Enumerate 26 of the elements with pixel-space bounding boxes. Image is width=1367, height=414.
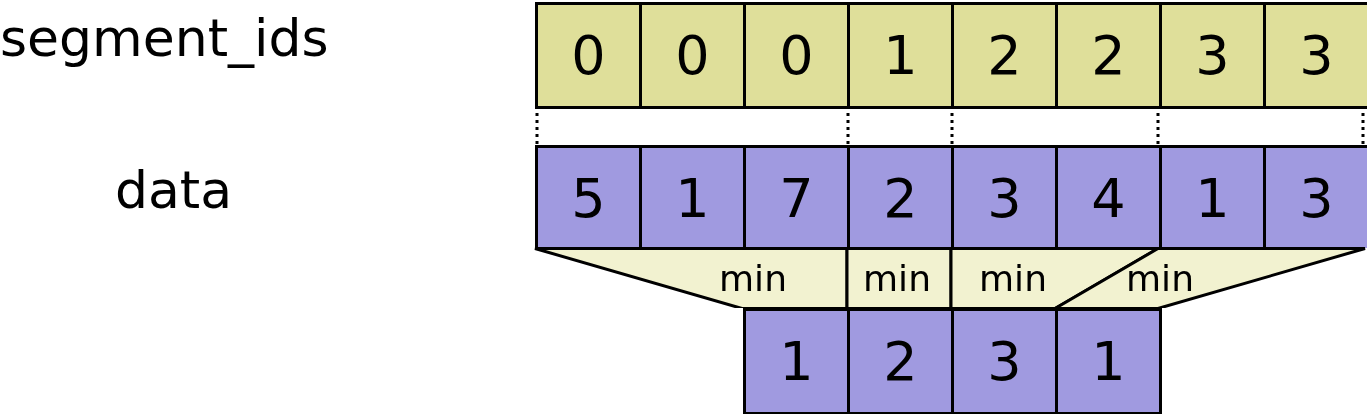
operation-label: min [863, 257, 931, 299]
segment-id-cell: 3 [1159, 2, 1263, 109]
row-label: data [115, 160, 233, 220]
segment-id-cell: 2 [1055, 2, 1159, 109]
result-cell: 1 [743, 308, 847, 414]
result-cell: 2 [847, 308, 951, 414]
result-cell: 1 [1055, 308, 1162, 414]
segment-id-cell: 0 [639, 2, 743, 109]
segment-id-cell: 0 [535, 2, 639, 109]
data-cell: 5 [535, 145, 639, 248]
operation-label: min [719, 257, 787, 299]
data-cell: 3 [951, 145, 1055, 248]
result-cell: 3 [951, 308, 1055, 414]
data-cell: 3 [1263, 145, 1367, 248]
row-label: segment_ids [0, 8, 329, 68]
data-cell: 1 [639, 145, 743, 248]
segment-id-cell: 2 [951, 2, 1055, 109]
operation-label: min [1126, 257, 1194, 299]
data-cell: 1 [1159, 145, 1263, 248]
segment-id-cell: 0 [743, 2, 847, 109]
data-cell: 2 [847, 145, 951, 248]
segment-id-cell: 3 [1263, 2, 1367, 109]
data-cell: 7 [743, 145, 847, 248]
data-cell: 4 [1055, 145, 1159, 248]
operation-label: min [979, 257, 1047, 299]
segment-id-cell: 1 [847, 2, 951, 109]
